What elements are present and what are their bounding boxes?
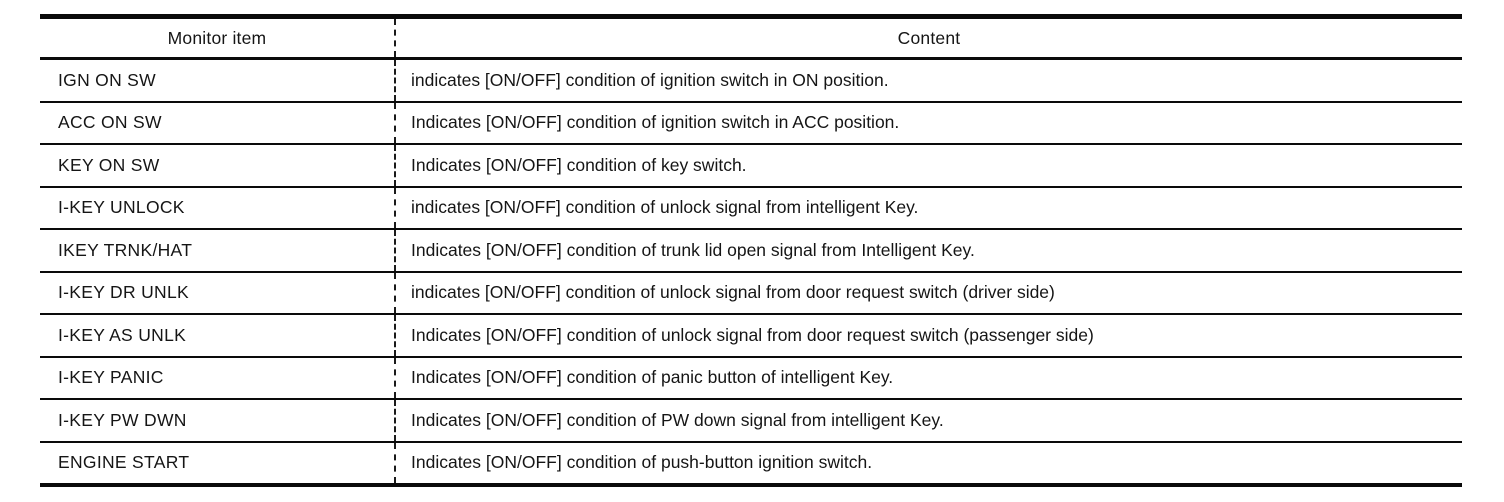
table-row: I-KEY DR UNLK indicates [ON/OFF] conditi… — [40, 271, 1462, 315]
content-cell: Indicates [ON/OFF] condition of ignition… — [394, 101, 1462, 145]
content-cell: indicates [ON/OFF] condition of unlock s… — [394, 271, 1462, 315]
header-row: Monitor item Content — [40, 16, 1462, 60]
monitor-item-cell: I-KEY PANIC — [40, 356, 395, 400]
monitor-item-cell: KEY ON SW — [40, 144, 395, 188]
monitor-item-cell: ACC ON SW — [40, 101, 395, 145]
table-row: IGN ON SW indicates [ON/OFF] condition o… — [40, 58, 1462, 103]
table-row: KEY ON SW Indicates [ON/OFF] condition o… — [40, 144, 1462, 188]
monitor-item-cell: ENGINE START — [58, 452, 190, 473]
content-cell: Indicates [ON/OFF] condition of panic bu… — [394, 356, 1462, 400]
table-body: IGN ON SW indicates [ON/OFF] condition o… — [40, 58, 1462, 485]
monitor-item-header: Monitor item — [40, 16, 395, 60]
table-row: I-KEY UNLOCK indicates [ON/OFF] conditio… — [40, 186, 1462, 230]
monitor-item-table: Monitor item Content IGN ON SW indicates… — [40, 14, 1462, 487]
monitor-item-cell: I-KEY DR UNLK — [40, 271, 395, 315]
table-row: IKEY TRNK/HAT Indicates [ON/OFF] conditi… — [40, 229, 1462, 273]
content-cell: Indicates [ON/OFF] condition of key swit… — [394, 144, 1462, 188]
content-cell: Indicates [ON/OFF] condition of PW down … — [394, 399, 1462, 443]
monitor-item-cell: I-KEY UNLOCK — [40, 186, 395, 230]
content-cell: Indicates [ON/OFF] condition of unlock s… — [394, 314, 1462, 358]
table-row: I-KEY PW DWN Indicates [ON/OFF] conditio… — [40, 399, 1462, 443]
content-cell: indicates [ON/OFF] condition of unlock s… — [394, 186, 1462, 230]
content-header: Content — [394, 16, 1462, 60]
table-row: I-KEY AS UNLK Indicates [ON/OFF] conditi… — [40, 314, 1462, 358]
monitor-item-cell: IKEY TRNK/HAT — [40, 229, 395, 273]
table-header: Monitor item Content — [40, 16, 1462, 60]
table-row: I-KEY PANIC Indicates [ON/OFF] condition… — [40, 356, 1462, 400]
monitor-item-cell: I-KEY AS UNLK — [40, 314, 395, 358]
content-cell: indicates [ON/OFF] condition of ignition… — [394, 58, 1462, 103]
table-row: ENGINE START Indicates [ON/OFF] conditio… — [40, 441, 1462, 485]
monitor-item-cell: I-KEY PW DWN — [40, 399, 395, 443]
monitor-item-cell: IGN ON SW — [40, 58, 395, 103]
content-cell: Indicates [ON/OFF] condition of push-but… — [394, 441, 1462, 485]
content-cell: Indicates [ON/OFF] condition of trunk li… — [394, 229, 1462, 273]
table-row: ACC ON SW Indicates [ON/OFF] condition o… — [40, 101, 1462, 145]
